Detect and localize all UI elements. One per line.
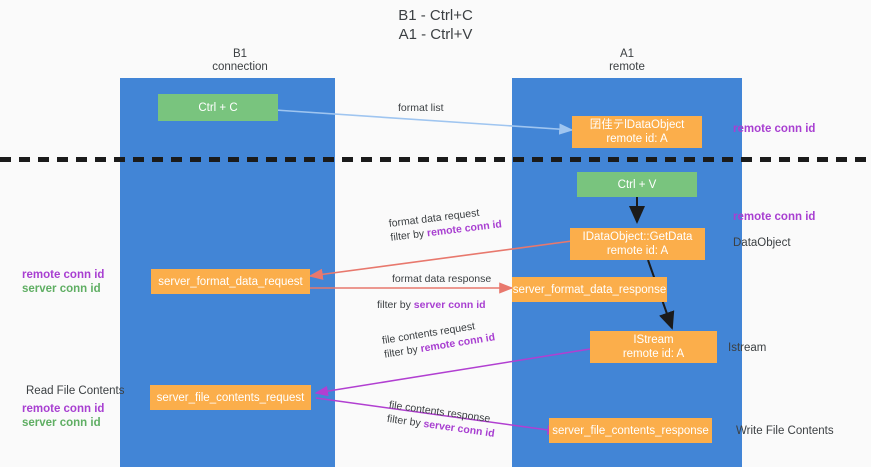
filter-prefix: filter by	[389, 227, 428, 244]
edge-label-file-contents-request: file contents request filter by remote c…	[381, 316, 496, 361]
node-ctrl-v-label: Ctrl + V	[617, 178, 657, 191]
node-server-format-data-response[interactable]: server_format_data_response	[512, 277, 667, 302]
filter-prefix: filter by	[386, 412, 425, 430]
annotation-right-remote-conn-id-top: remote conn id	[733, 123, 816, 135]
edge-label-format-data-response-line1: format data response	[392, 273, 492, 285]
node-idataobject-getdata[interactable]: IDataObject::GetData remote id: A	[570, 228, 705, 260]
edge-label-format-data-response: format data response	[392, 272, 491, 286]
node-ctrl-c-label: Ctrl + C	[198, 101, 238, 114]
annotation-left-remote-conn-id-bottom: remote conn id	[22, 403, 105, 415]
filter-prefix: filter by	[377, 299, 414, 311]
node-server-format-data-response-label: server_format_data_response	[512, 283, 667, 296]
node-istream-line2: remote id: A	[622, 348, 685, 360]
node-getdata-line1: IDataObject::GetData	[582, 231, 693, 243]
node-idataobject-line2: remote id: A	[606, 133, 668, 145]
edge-label-format-data-response-filter: filter by server conn id	[377, 298, 486, 312]
annotation-left-read-file-contents: Read File Contents	[26, 385, 125, 397]
annotation-left-remote-conn-id-mid: remote conn id	[22, 269, 105, 281]
node-server-file-contents-response-label: server_file_contents_response	[552, 424, 709, 437]
node-getdata-line2: remote id: A	[606, 245, 669, 257]
node-server-format-data-request[interactable]: server_format_data_request	[151, 269, 310, 294]
node-server-file-contents-request-label: server_file_contents_request	[156, 391, 305, 404]
edge-label-file-contents-response: file contents response filter by server …	[386, 398, 497, 441]
node-idataobject[interactable]: 囝佳テlDataObject remote id: A	[572, 116, 702, 148]
node-idataobject-line1: 囝佳テlDataObject	[589, 119, 685, 131]
annotation-right-dataobject: DataObject	[733, 237, 791, 249]
section-divider	[0, 157, 871, 162]
node-istream-line1: IStream	[633, 334, 674, 346]
annotation-right-write-file-contents: Write File Contents	[736, 425, 834, 437]
annotation-right-remote-conn-id-mid: remote conn id	[733, 211, 816, 223]
node-server-format-data-request-label: server_format_data_request	[158, 275, 303, 288]
node-server-file-contents-response[interactable]: server_file_contents_response	[549, 418, 712, 443]
node-ctrl-c[interactable]: Ctrl + C	[158, 94, 278, 121]
annotation-left-server-conn-id-mid: server conn id	[22, 283, 101, 295]
annotation-left-server-conn-id-bottom: server conn id	[22, 417, 101, 429]
column-header-b1: B1 connection	[212, 48, 268, 73]
node-server-file-contents-request[interactable]: server_file_contents_request	[150, 385, 311, 410]
annotation-right-istream: Istream	[728, 342, 767, 354]
edge-label-format-list: format list	[398, 102, 444, 114]
filter-value-server-conn-id: server conn id	[413, 299, 486, 311]
node-istream[interactable]: IStream remote id: A	[590, 331, 717, 363]
node-ctrl-v[interactable]: Ctrl + V	[577, 172, 697, 197]
page-title: B1 - Ctrl+C A1 - Ctrl+V	[398, 7, 473, 43]
edge-label-format-data-request: format data request filter by remote con…	[388, 203, 503, 244]
column-header-a1: A1 remote	[609, 48, 645, 73]
